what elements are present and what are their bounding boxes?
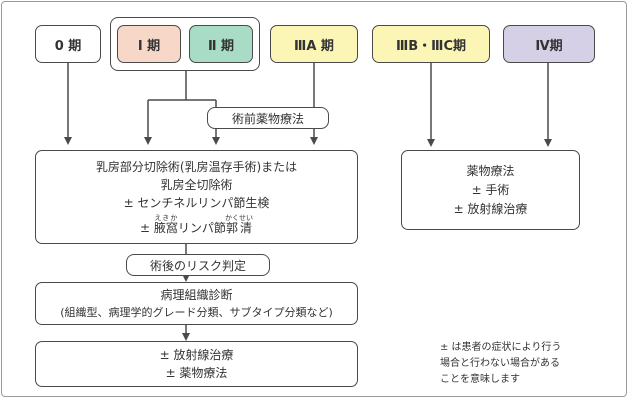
adjuvant-line-2: ± 薬物療法 bbox=[165, 366, 228, 380]
note-line-2: 場合と行わない場合がある bbox=[440, 358, 560, 369]
stage-3a-box: ⅢA 期 bbox=[270, 25, 358, 63]
adjuvant-box: ± 放射線治療 ± 薬物療法 bbox=[35, 341, 358, 387]
pathology-box: 病理組織診断 (組織型、病理学的グレード分類、サブタイプ分類など) bbox=[35, 282, 358, 325]
surgery-line-4: ± 腋窩えきかリンパ節郭清かくせい bbox=[140, 214, 253, 237]
plus-minus-note: ± は患者の症状により行う 場合と行わない場合がある ことを意味します bbox=[440, 340, 620, 388]
stage-1-box: Ⅰ 期 bbox=[117, 25, 181, 63]
post-op-risk-label-box: 術後のリスク判定 bbox=[126, 254, 270, 276]
advanced-line-2: ± 手術 bbox=[471, 182, 510, 197]
surgery-line-4-mid: リンパ節 bbox=[177, 220, 226, 235]
stage-4-box: Ⅳ期 bbox=[503, 25, 595, 63]
surgery-line-3: ± センチネルリンパ節生検 bbox=[123, 195, 270, 210]
stage-3a-label: ⅢA 期 bbox=[294, 38, 334, 54]
surgery-line-2: 乳房全切除術 bbox=[160, 177, 233, 192]
post-op-risk-label: 術後のリスク判定 bbox=[149, 258, 246, 273]
stage-0-box: 0 期 bbox=[35, 25, 101, 63]
note-line-3: ことを意味します bbox=[440, 374, 520, 385]
neoadjuvant-label: 術前薬物療法 bbox=[231, 111, 304, 126]
advanced-line-3: ± 放射線治療 bbox=[453, 201, 528, 216]
axilla-ruby: 腋窩えきか bbox=[153, 213, 178, 235]
surgery-box: 乳房部分切除術(乳房温存手術)または 乳房全切除術 ± センチネルリンパ節生検 … bbox=[35, 150, 358, 244]
stage-2-label: Ⅱ 期 bbox=[207, 38, 235, 54]
pathology-line-1: 病理組織診断 bbox=[160, 287, 233, 302]
stage-2-box: Ⅱ 期 bbox=[189, 25, 253, 63]
stage-3bc-box: ⅢB・ⅢC期 bbox=[372, 25, 490, 63]
stage-3bc-label: ⅢB・ⅢC期 bbox=[395, 38, 467, 54]
adjuvant-line-1: ± 放射線治療 bbox=[159, 348, 234, 362]
stage-0-label: 0 期 bbox=[54, 38, 82, 54]
advanced-treatment-box: 薬物療法 ± 手術 ± 放射線治療 bbox=[401, 150, 580, 230]
surgery-line-4-prefix: ± bbox=[140, 220, 154, 235]
pathology-line-2: (組織型、病理学的グレード分類、サブタイプ分類など) bbox=[60, 305, 333, 319]
surgery-line-1: 乳房部分切除術(乳房温存手術)または bbox=[95, 159, 298, 174]
dissection-ruby: 郭清かくせい bbox=[224, 213, 253, 235]
stage-1-label: Ⅰ 期 bbox=[137, 38, 161, 54]
neoadjuvant-label-box: 術前薬物療法 bbox=[207, 107, 329, 129]
stage-4-label: Ⅳ期 bbox=[535, 38, 563, 54]
advanced-line-1: 薬物療法 bbox=[466, 163, 515, 178]
note-line-1: ± は患者の症状により行う bbox=[440, 342, 562, 353]
